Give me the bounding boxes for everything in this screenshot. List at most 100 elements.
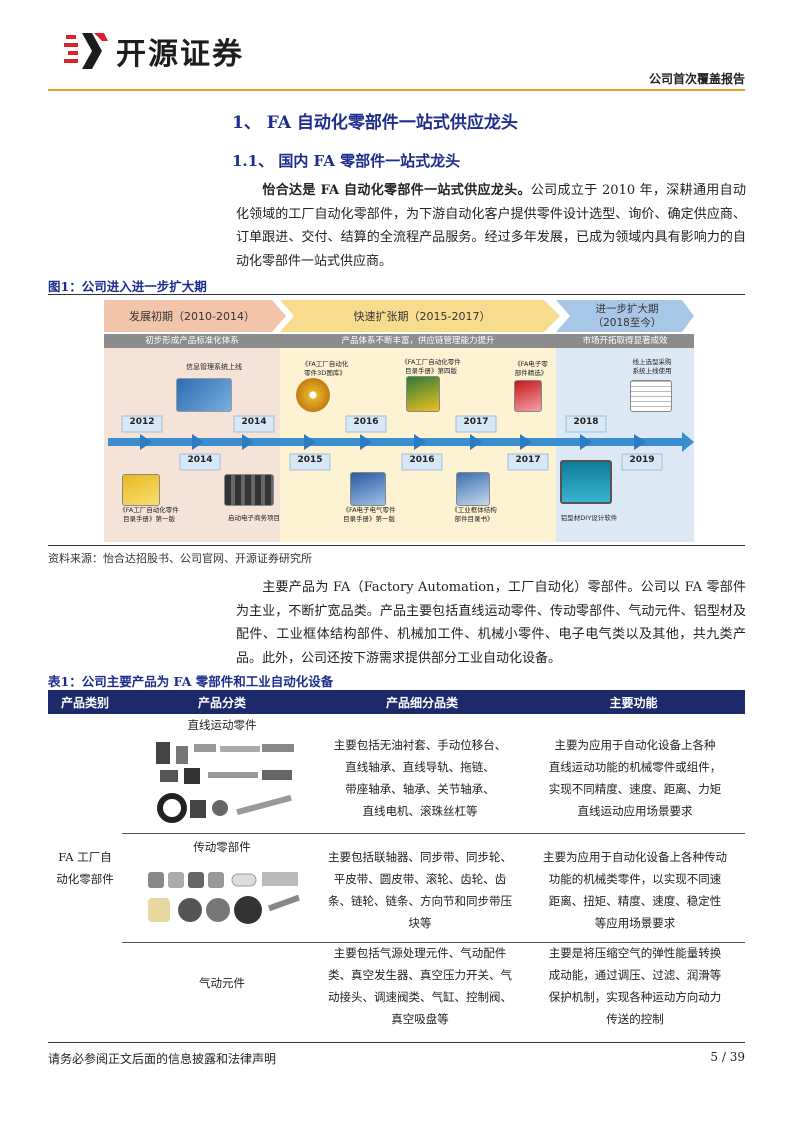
event-line: 《FA电子零 xyxy=(514,360,548,368)
linear-motion-parts-image xyxy=(150,736,300,830)
table-header-cell: 产品细分品类 xyxy=(385,695,458,710)
detail-line: 主要包括气源处理元件、气动配件 xyxy=(333,946,507,960)
intro-text: 公司成立于 2010 年，深耕通用自动化领域的工厂自动化零部件，为下游自动化客户… xyxy=(236,183,746,269)
phase-3-label: 进一步扩大期 （2018至今） xyxy=(560,302,694,330)
event-line: 部件精选》 xyxy=(514,369,548,377)
row-function: 主要为应用于自动化设备上各种 直线运动功能的机械零件或组件， 实现不同精度、速度… xyxy=(524,734,746,822)
event-label: 《FA工厂自动化 零件3D图库》 xyxy=(280,360,370,378)
function-line: 主要为应用于自动化设备上各种传动 xyxy=(543,850,727,864)
detail-line: 动接头、调速阀类、气缸、控制阀、 xyxy=(328,990,512,1004)
phase-3-desc: 市场开拓取得显著成效 xyxy=(582,336,668,346)
detail-line: 块等 xyxy=(408,916,432,930)
table-header-cell: 产品分类 xyxy=(197,695,246,710)
phase-2-desc: 产品体系不断丰富，供应链管理能力提升 xyxy=(341,336,495,346)
page-number: 5 / 39 xyxy=(710,1050,745,1064)
intro-paragraph: 怡合达是 FA 自动化零部件一站式供应龙头。公司成立于 2010 年，深耕通用自… xyxy=(236,179,746,273)
event-line: 目录手册》第四版 xyxy=(405,367,457,375)
detail-line: 带座轴承、轴承、关节轴承、 xyxy=(345,782,495,796)
year-label: 2019 xyxy=(629,455,655,465)
event-label: 《FA工厂自动化零件 目录手册》第四版 xyxy=(386,358,476,376)
row-detail: 主要包括联轴器、同步带、同步轮、 平皮带、圆皮带、滚轮、齿轮、齿 条、链轮、链条… xyxy=(320,846,520,934)
event-label: 启动电子商务项目 xyxy=(228,514,280,522)
subsection-title: 1.1、 国内 FA 零部件一站式龙头 xyxy=(232,152,461,170)
function-line: 等应用场景要求 xyxy=(594,916,676,930)
phase-1-desc: 初步形成产品标准化体系 xyxy=(145,336,239,346)
event-label: 《FA电子电气零件 目录手册》第一版 xyxy=(326,506,412,524)
year-label: 2018 xyxy=(573,417,599,427)
table-title: 表1：公司主要产品为 FA 零部件和工业自动化设备 xyxy=(48,674,334,689)
function-line: 保护机制，实现各种运动方向动力 xyxy=(548,990,722,1004)
function-line: 传送的控制 xyxy=(606,1012,664,1026)
event-line: 《FA工厂自动化 xyxy=(301,360,349,368)
year-label: 2017 xyxy=(463,417,489,427)
year-label: 2017 xyxy=(515,455,541,465)
logo-mark-icon xyxy=(62,29,110,73)
row-function: 主要为应用于自动化设备上各种传动 功能的机械类零件，以实现不同速 距离、扭矩、精… xyxy=(524,846,746,934)
row-detail: 主要包括气源处理元件、气动配件 类、真空发生器、真空压力开关、气 动接头、调速阀… xyxy=(320,942,520,1030)
row-product-name: 直线运动零件 xyxy=(187,718,257,732)
function-line: 距离、扭矩、精度、速度、稳定性 xyxy=(548,894,722,908)
figure-top-rule xyxy=(48,294,745,295)
event-line: 《FA工厂自动化零件 xyxy=(119,506,179,514)
event-line: 线上选型采购 xyxy=(632,358,672,366)
row-product-name: 气动元件 xyxy=(199,976,245,990)
timeline-figure: 发展初期（2010-2014） 快速扩张期（2015-2017） 进一步扩大期 … xyxy=(104,300,694,542)
event-line: 《FA工厂自动化零件 xyxy=(401,358,461,366)
event-line: 系统上线使用 xyxy=(632,367,672,375)
footer-divider xyxy=(48,1042,745,1043)
function-line: 直线运动功能的机械零件或组件， xyxy=(548,760,722,774)
function-line: 实现不同精度、速度、距离、力矩 xyxy=(548,782,722,796)
catalog-book-icon xyxy=(406,376,440,412)
detail-line: 类、真空发生器、真空压力开关、气 xyxy=(328,968,512,982)
row-divider xyxy=(122,833,745,834)
phase-3-name: 进一步扩大期 xyxy=(595,303,659,315)
detail-line: 直线轴承、直线导轨、拖链、 xyxy=(345,760,495,774)
event-line: 零件3D图库》 xyxy=(304,369,346,377)
year-label: 2014 xyxy=(241,417,267,427)
ecommerce-screenshot-icon xyxy=(224,474,274,506)
brand-logo: 开源证券 xyxy=(62,26,322,76)
function-line: 直线运动应用场景要求 xyxy=(577,804,693,818)
event-label: 铝型材DIY设计软件 xyxy=(560,514,618,522)
table-category: FA 工厂自 动化零部件 xyxy=(48,846,122,890)
logo-text: 开源证券 xyxy=(116,37,244,72)
figure-source: 资料来源：怡合达招股书、公司官网、开源证券研究所 xyxy=(48,552,312,565)
transmission-parts-image xyxy=(144,860,304,936)
detail-line: 条、链轮、链条、方向节和同步带压 xyxy=(328,894,512,908)
function-line: 主要是将压缩空气的弹性能量转换 xyxy=(548,946,722,960)
event-line: 《FA电子电气零件 xyxy=(342,506,396,514)
figure-title: 图1：公司进入进一步扩大期 xyxy=(48,279,207,294)
catalog-book-icon xyxy=(514,380,542,412)
detail-line: 主要包括联轴器、同步带、同步轮、 xyxy=(328,850,512,864)
category-line: 动化零部件 xyxy=(56,872,114,886)
table-header-cell: 产品类别 xyxy=(60,695,109,710)
row-divider xyxy=(122,942,745,943)
figure-bottom-rule xyxy=(48,545,745,546)
row-detail: 主要包括无油衬套、手动位移台、 直线轴承、直线导轨、拖链、 带座轴承、轴承、关节… xyxy=(320,734,520,822)
year-label: 2015 xyxy=(297,455,323,465)
website-screenshot-icon xyxy=(630,380,672,412)
detail-line: 真空吸盘等 xyxy=(391,1012,449,1026)
year-label: 2012 xyxy=(129,417,155,427)
catalog-book-icon xyxy=(122,474,160,506)
header-divider xyxy=(48,89,745,91)
software-screenshot-icon xyxy=(176,378,232,412)
phase-3-period: （2018至今） xyxy=(592,317,662,329)
function-line: 主要为应用于自动化设备上各种 xyxy=(554,738,716,752)
event-label: 信息管理系统上线 xyxy=(186,363,242,371)
intro-bold: 怡合达是 FA 自动化零部件一站式供应龙头。 xyxy=(262,183,531,198)
table-header-cell: 主要功能 xyxy=(609,695,658,710)
detail-line: 直线电机、滚珠丝杠等 xyxy=(362,804,478,818)
event-label: 《FA电子零 部件精选》 xyxy=(496,360,566,378)
function-line: 成动能，通过调压、过滤、润滑等 xyxy=(548,968,722,982)
year-label: 2014 xyxy=(187,455,213,465)
section-title: 1、 FA 自动化零部件一站式供应龙头 xyxy=(232,113,518,133)
event-label: 《FA工厂自动化零件 目录手册》第一版 xyxy=(104,506,194,524)
table-header: 产品类别 产品分类 产品细分品类 主要功能 xyxy=(48,690,745,714)
event-line: 《工业框体结构 xyxy=(451,506,497,514)
report-type: 公司首次覆盖报告 xyxy=(648,72,745,86)
detail-line: 主要包括无油衬套、手动位移台、 xyxy=(333,738,507,752)
event-line: 目录手册》第一版 xyxy=(123,515,175,523)
catalog-book-icon xyxy=(350,472,386,506)
function-line: 功能的机械类零件，以实现不同速 xyxy=(548,872,722,886)
